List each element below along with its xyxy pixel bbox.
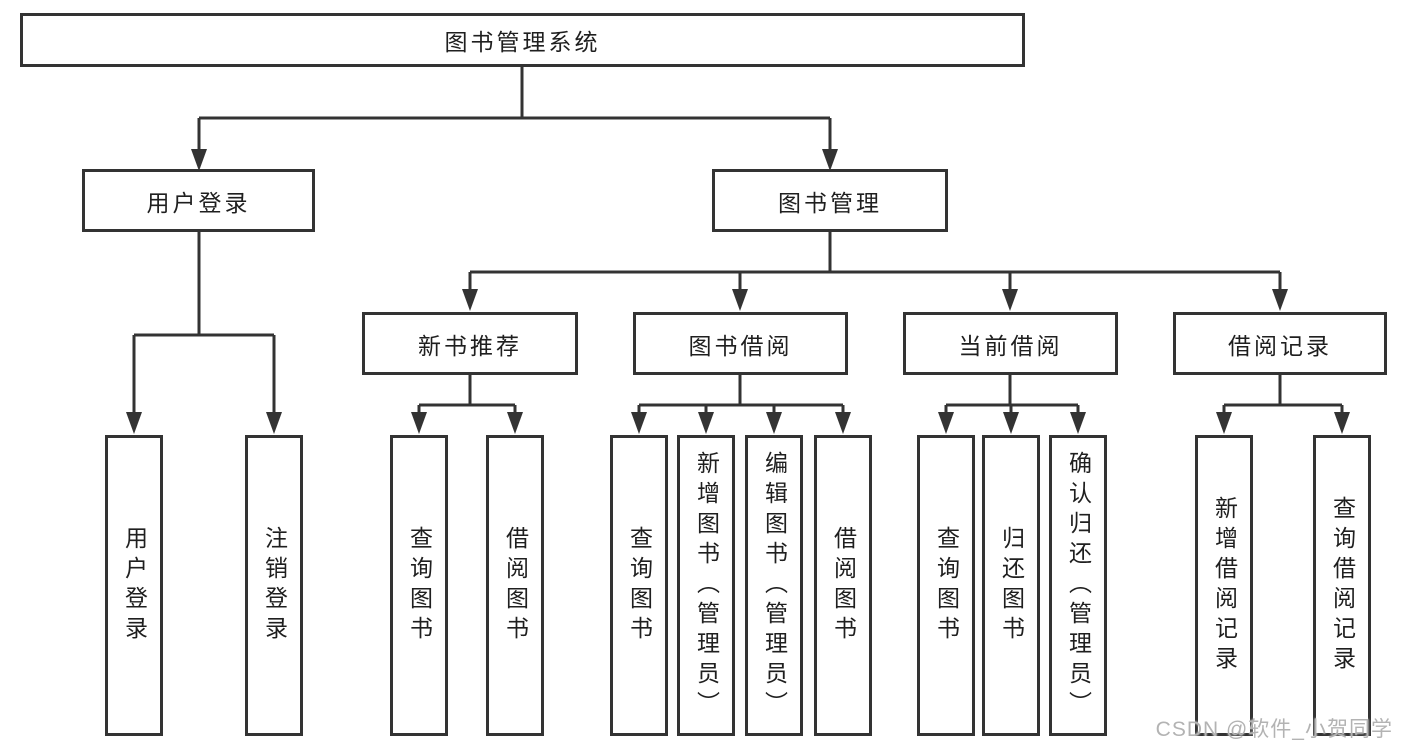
leaf-recommend-borrow-books: 借阅图书 [486, 435, 544, 736]
node-current-borrowing: 当前借阅 [903, 312, 1118, 375]
leaf-current-query-books: 查询图书 [917, 435, 975, 736]
leaf-recommend-borrow-books-label: 借阅图书 [502, 525, 529, 646]
leaf-recommend-query-books: 查询图书 [390, 435, 448, 736]
node-library-system-label: 图书管理系统 [444, 29, 601, 55]
leaf-borrowing-query-books-label: 查询图书 [626, 525, 653, 646]
leaf-borrowing-edit-books-label: 编辑图书（管理员） [761, 450, 788, 721]
node-current-borrowing-label: 当前借阅 [958, 332, 1063, 359]
csdn-watermark: CSDN @软件_小贺同学 [1155, 718, 1393, 741]
node-book-borrowing-label: 图书借阅 [688, 332, 793, 359]
leaf-current-return-books-label: 归还图书 [998, 525, 1025, 646]
leaf-user-login-label: 用户登录 [121, 525, 148, 646]
leaf-current-query-books-label: 查询图书 [933, 525, 960, 646]
leaf-borrowing-borrow-books: 借阅图书 [814, 435, 872, 736]
leaf-records-query-record: 查询借阅记录 [1313, 435, 1371, 736]
node-book-borrowing: 图书借阅 [633, 312, 848, 375]
node-book-management: 图书管理 [712, 169, 948, 232]
arrowheads [126, 149, 1350, 434]
leaf-borrowing-query-books: 查询图书 [610, 435, 668, 736]
leaf-borrowing-add-books: 新增图书（管理员） [677, 435, 735, 736]
leaf-records-add-record-label: 新增借阅记录 [1211, 495, 1238, 676]
connector-paths [132, 67, 1344, 416]
node-new-book-recommend-label: 新书推荐 [418, 332, 522, 359]
node-library-system: 图书管理系统 [20, 13, 1025, 67]
leaf-current-return-books: 归还图书 [982, 435, 1040, 736]
node-borrowing-records-label: 借阅记录 [1228, 332, 1332, 359]
node-borrowing-records: 借阅记录 [1173, 312, 1387, 375]
leaf-records-query-record-label: 查询借阅记录 [1329, 495, 1356, 676]
leaf-borrowing-add-books-label: 新增图书（管理员） [693, 450, 720, 721]
leaf-recommend-query-books-label: 查询图书 [406, 525, 433, 646]
leaf-logout: 注销登录 [245, 435, 303, 736]
leaf-borrowing-edit-books: 编辑图书（管理员） [745, 435, 803, 736]
node-book-management-label: 图书管理 [778, 189, 882, 216]
node-user-login-label: 用户登录 [146, 189, 251, 216]
leaf-current-confirm-return-label: 确认归还（管理员） [1065, 450, 1092, 721]
node-user-login: 用户登录 [82, 169, 315, 232]
leaf-user-login: 用户登录 [105, 435, 163, 736]
leaf-records-add-record: 新增借阅记录 [1195, 435, 1253, 736]
leaf-borrowing-borrow-books-label: 借阅图书 [830, 525, 857, 646]
node-new-book-recommend: 新书推荐 [362, 312, 578, 375]
leaf-current-confirm-return: 确认归还（管理员） [1049, 435, 1107, 736]
leaf-logout-label: 注销登录 [261, 525, 288, 646]
